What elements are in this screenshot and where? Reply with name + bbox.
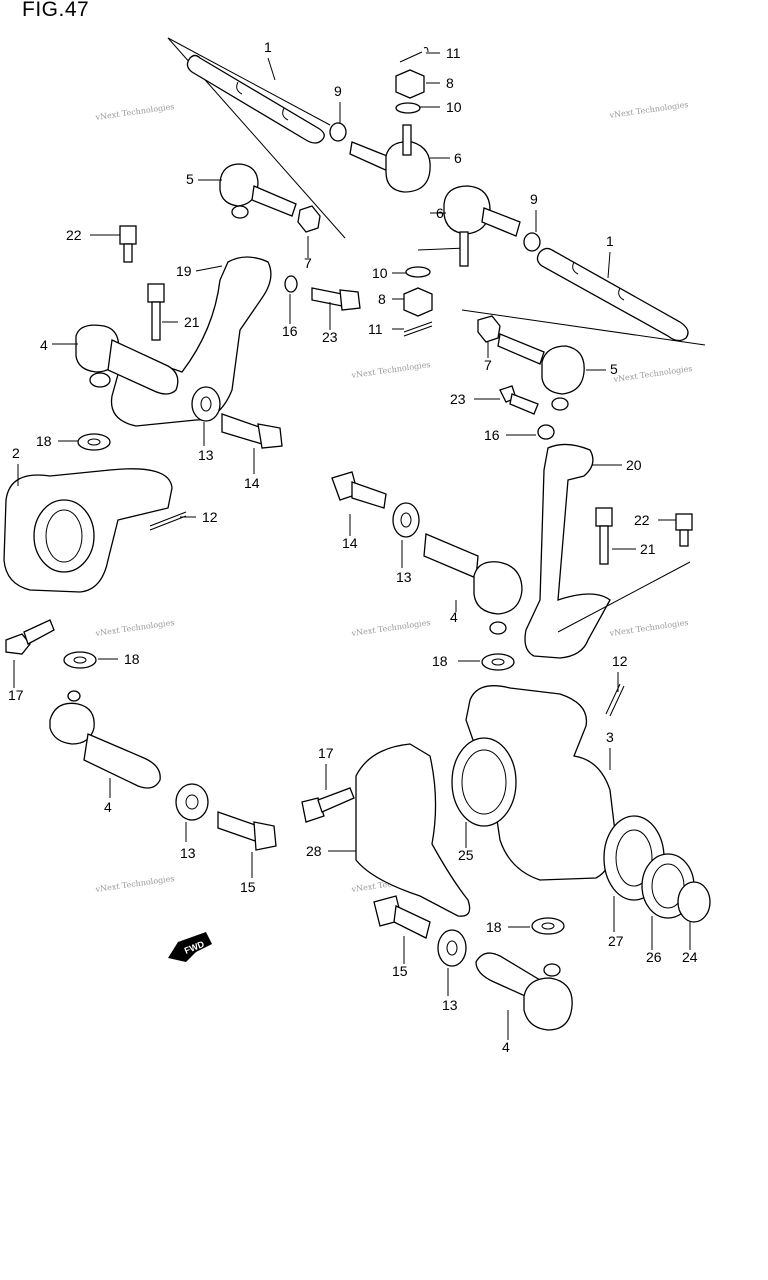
- callout-number-6: 6: [454, 150, 462, 166]
- callout-number-12: 12: [202, 509, 218, 525]
- callout-number-28: 28: [306, 843, 322, 859]
- figure-title: FIG.47: [22, 0, 90, 21]
- callout-number-23: 23: [322, 329, 338, 345]
- callout-number-18: 18: [124, 651, 140, 667]
- callout-number-13: 13: [396, 569, 412, 585]
- callout-number-1: 1: [606, 233, 614, 249]
- callout-number-6: 6: [436, 205, 444, 221]
- callout-number-8: 8: [446, 75, 454, 91]
- callout-number-17: 17: [8, 687, 24, 703]
- callout-number-5: 5: [186, 171, 194, 187]
- callout-number-18: 18: [432, 653, 448, 669]
- callout-number-14: 14: [342, 535, 358, 551]
- callout-number-19: 19: [176, 263, 192, 279]
- callout-number-7: 7: [304, 255, 312, 271]
- callout-number-16: 16: [282, 323, 298, 339]
- watermark-text: vNext Technologies: [608, 100, 689, 120]
- callout-number-7: 7: [484, 357, 492, 373]
- callout-number-22: 22: [66, 227, 82, 243]
- callout-layer: 1123444455667788991010111112121313131314…: [8, 39, 698, 1055]
- callout-number-16: 16: [484, 427, 500, 443]
- callout-number-4: 4: [502, 1039, 510, 1055]
- callout-number-12: 12: [612, 653, 628, 669]
- callout-number-23: 23: [450, 391, 466, 407]
- callout-number-13: 13: [180, 845, 196, 861]
- watermark-text: vNext Technologies: [350, 360, 431, 380]
- callout-number-1: 1: [264, 39, 272, 55]
- watermark-text: vNext Technologies: [94, 618, 175, 638]
- callout-number-10: 10: [372, 265, 388, 281]
- watermark-text: vNext Technologies: [94, 874, 175, 894]
- callout-number-3: 3: [606, 729, 614, 745]
- callout-leader: [607, 251, 611, 279]
- callout-number-13: 13: [442, 997, 458, 1013]
- callout-number-27: 27: [608, 933, 624, 949]
- callout-number-4: 4: [450, 609, 458, 625]
- knuckle-right: [301, 685, 711, 1031]
- callout-number-11: 11: [368, 321, 383, 337]
- callout-number-15: 15: [392, 963, 408, 979]
- callout-number-5: 5: [610, 361, 618, 377]
- tie-rod-right: [331, 185, 706, 717]
- watermark-text: vNext Technologies: [612, 364, 693, 384]
- tie-rod-upper-left: [167, 37, 431, 239]
- callout-number-26: 26: [646, 949, 662, 965]
- callout-number-21: 21: [640, 541, 656, 557]
- callout-number-21: 21: [184, 314, 200, 330]
- callout-number-17: 17: [318, 745, 334, 761]
- watermark-text: vNext Technologies: [350, 618, 431, 638]
- callout-number-14: 14: [244, 475, 260, 491]
- callout-number-18: 18: [486, 919, 502, 935]
- callout-number-9: 9: [530, 191, 538, 207]
- callout-number-24: 24: [682, 949, 698, 965]
- callout-number-22: 22: [634, 512, 650, 528]
- callout-number-2: 2: [12, 445, 20, 461]
- forward-arrow-icon: FWD: [168, 932, 212, 962]
- callout-number-4: 4: [104, 799, 112, 815]
- knuckle-arm-left: [3, 225, 361, 593]
- callout-leader: [195, 265, 223, 272]
- callout-number-4: 4: [40, 337, 48, 353]
- watermark-text: vNext Technologies: [608, 618, 689, 638]
- callout-number-20: 20: [626, 457, 642, 473]
- callout-number-10: 10: [446, 99, 462, 115]
- callout-number-18: 18: [36, 433, 52, 449]
- callout-number-25: 25: [458, 847, 474, 863]
- callout-number-15: 15: [240, 879, 256, 895]
- callout-leader: [267, 57, 276, 81]
- watermark-text: vNext Technologies: [94, 102, 175, 122]
- callout-number-8: 8: [378, 291, 386, 307]
- callout-number-11: 11: [446, 45, 461, 61]
- callout-number-13: 13: [198, 447, 214, 463]
- callout-number-9: 9: [334, 83, 342, 99]
- lower-left-joint: [5, 619, 277, 851]
